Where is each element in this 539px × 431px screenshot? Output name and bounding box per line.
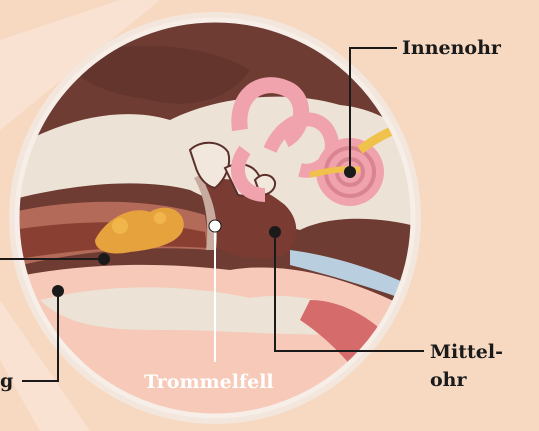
- earwax-blob: [112, 218, 128, 234]
- label-ear-canal-fragment: g: [0, 369, 13, 393]
- label-mittelohr-line1: Mittel-: [430, 340, 503, 364]
- marker-trommelfell-dot: [209, 220, 221, 232]
- marker-innenohr-dot: [344, 166, 356, 178]
- marker-earwax-dot: [98, 253, 110, 265]
- label-innenohr: Innenohr: [402, 36, 501, 60]
- label-trommelfell: Trommelfell: [144, 370, 274, 394]
- label-mittelohr-line2: ohr: [430, 368, 467, 392]
- marker-gang-dot: [52, 285, 64, 297]
- marker-mittelohr-dot: [269, 226, 281, 238]
- earwax-blob: [154, 212, 166, 224]
